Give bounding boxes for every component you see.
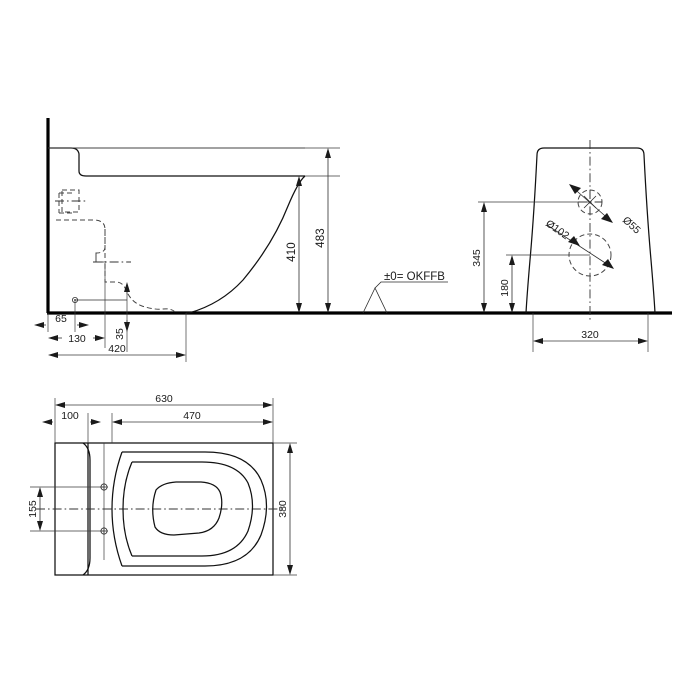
bowl-front-profile	[188, 175, 306, 314]
dim-label-420: 420	[108, 343, 126, 355]
dim-345: 345	[471, 201, 590, 313]
plan-seat-outer	[122, 451, 268, 567]
dim-483: 483	[48, 147, 340, 313]
dim-420: 420	[48, 313, 187, 362]
dim-label-470: 470	[183, 410, 201, 422]
dim-155: 155	[27, 486, 104, 532]
dim-label-155: 155	[27, 500, 39, 518]
dim-label-35: 35	[114, 328, 126, 340]
dim-180: 180	[499, 254, 590, 313]
dim-410: 410	[286, 175, 340, 313]
dim-35: 35	[114, 282, 130, 352]
dim-label-100: 100	[61, 410, 79, 422]
hidden-plumbing-outline	[55, 189, 177, 314]
dim-label-380: 380	[277, 500, 289, 518]
dim-label-630: 630	[155, 393, 173, 405]
dim-100: 100	[42, 410, 101, 443]
dim-label-483: 483	[315, 228, 327, 248]
dim-630: 630	[54, 393, 274, 443]
side-elevation-view: 410 483 35 65	[34, 118, 672, 362]
dim-label-410: 410	[286, 242, 298, 262]
plan-bowl-opening	[152, 481, 223, 536]
dim-130: 130	[48, 262, 106, 348]
front-elevation-view: Ø55 Ø102 345 180	[471, 140, 656, 352]
plan-bowl-rim-back	[122, 461, 133, 557]
floor-level-note: ±0= OKFFB	[362, 271, 448, 314]
dim-label-180: 180	[499, 279, 511, 297]
dim-320: 320	[532, 313, 649, 352]
dim-label-320: 320	[581, 329, 599, 341]
note-label-okffb: ±0= OKFFB	[384, 271, 445, 283]
dim-label-130: 130	[68, 333, 86, 345]
dim-470: 470	[111, 410, 273, 443]
plan-view: 630 100 470 155	[27, 393, 297, 576]
dim-label-345: 345	[471, 249, 483, 267]
plan-seat-outer-back	[111, 451, 123, 567]
dim-65: 65	[34, 300, 89, 332]
dim-label-65: 65	[55, 313, 67, 325]
plan-bowl-rim	[132, 461, 254, 557]
front-body-outline	[525, 147, 656, 314]
dim-380: 380	[273, 442, 297, 576]
